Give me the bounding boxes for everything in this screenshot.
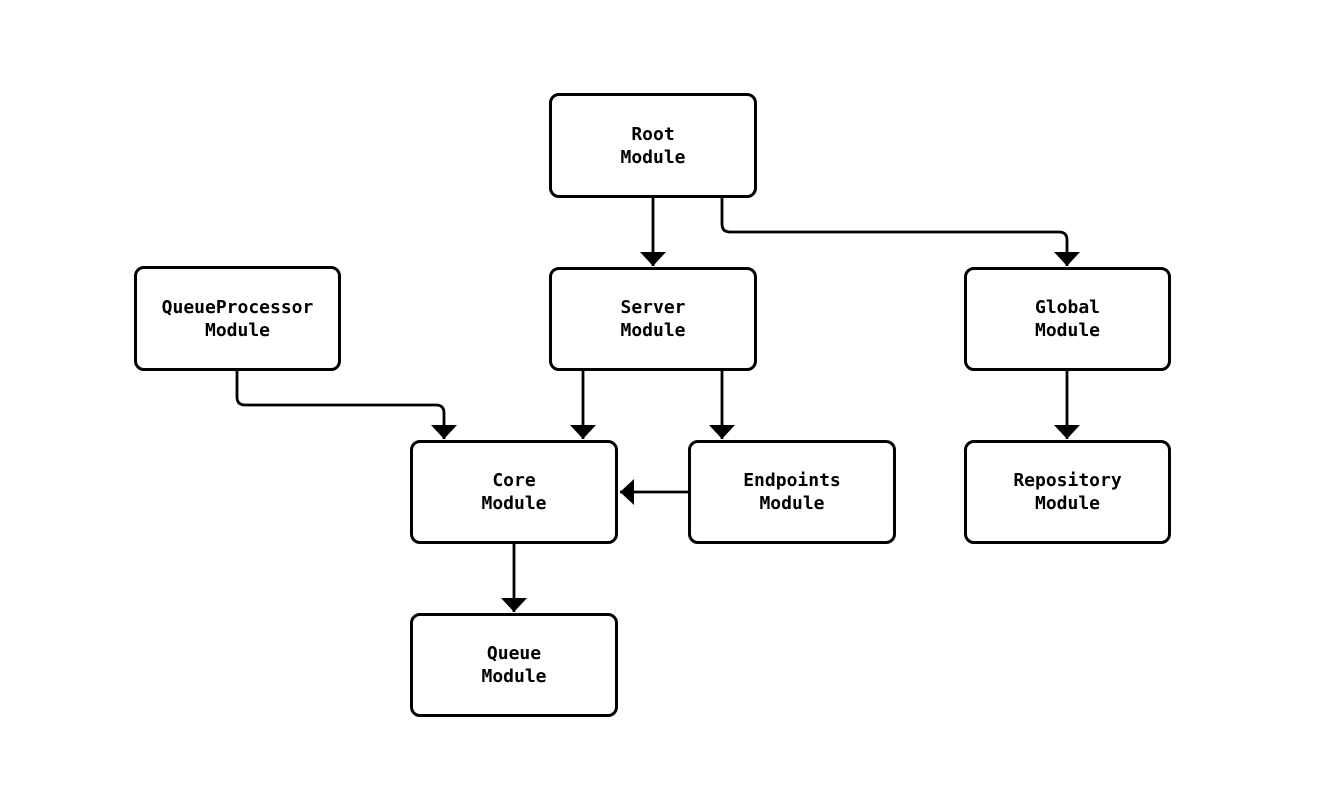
node-endpoints-module: Endpoints Module — [688, 440, 896, 544]
node-repository-module-label: Repository Module — [1013, 470, 1122, 514]
node-root-module-label: Root Module — [620, 123, 686, 168]
node-repository-module: Repository Module — [964, 440, 1171, 544]
node-server-module: Server Module — [549, 267, 757, 371]
node-queueprocessor-module: QueueProcessor Module — [134, 266, 341, 371]
node-queueprocessor-module-label: QueueProcessor Module — [161, 296, 314, 341]
node-core-module: Core Module — [410, 440, 618, 544]
node-server-module-label: Server Module — [620, 297, 686, 341]
node-core-module-label: Core Module — [481, 470, 547, 514]
node-endpoints-module-label: Endpoints Module — [743, 470, 841, 514]
node-queue-module-label: Queue Module — [481, 643, 547, 687]
node-global-module: Global Module — [964, 267, 1171, 371]
node-root-module: Root Module — [549, 93, 757, 198]
edge-queueprocessor-core — [235, 371, 457, 439]
node-queue-module: Queue Module — [410, 613, 618, 717]
edge-root-global — [720, 198, 1080, 266]
node-global-module-label: Global Module — [1034, 297, 1101, 341]
